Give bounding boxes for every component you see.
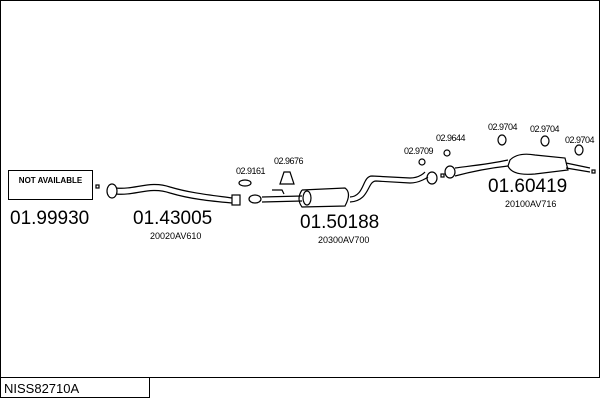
accessory-number[interactable]: 02.9704	[488, 122, 518, 132]
oem-number: 20300AV700	[318, 235, 370, 245]
connector-icon	[591, 169, 596, 174]
center-pipe-drawing	[248, 171, 429, 208]
hanger-icons	[238, 134, 584, 187]
accessory-number[interactable]: 02.9676	[274, 156, 304, 166]
not-available-box: NOT AVAILABLE	[8, 170, 93, 200]
accessory-number[interactable]: 02.9704	[530, 124, 560, 134]
accessory-number[interactable]: 02.9704	[565, 135, 595, 145]
part-number[interactable]: 01.43005	[133, 208, 213, 229]
oem-number: 20020AV610	[150, 231, 202, 241]
accessory-number[interactable]: 02.9709	[404, 146, 434, 156]
accessory-number[interactable]: 02.9644	[436, 133, 466, 143]
part-number[interactable]: 01.60419	[488, 176, 568, 197]
oem-number: 20100AV716	[505, 199, 557, 209]
front-pipe-drawing	[106, 183, 241, 206]
part-number[interactable]: 01.50188	[300, 212, 380, 233]
accessory-number[interactable]: 02.9161	[236, 166, 266, 176]
part-number[interactable]: 01.99930	[10, 208, 90, 229]
rear-silencer-drawing	[426, 153, 591, 185]
connector-icon	[95, 184, 100, 189]
reference-code: NISS82710A	[0, 377, 150, 398]
